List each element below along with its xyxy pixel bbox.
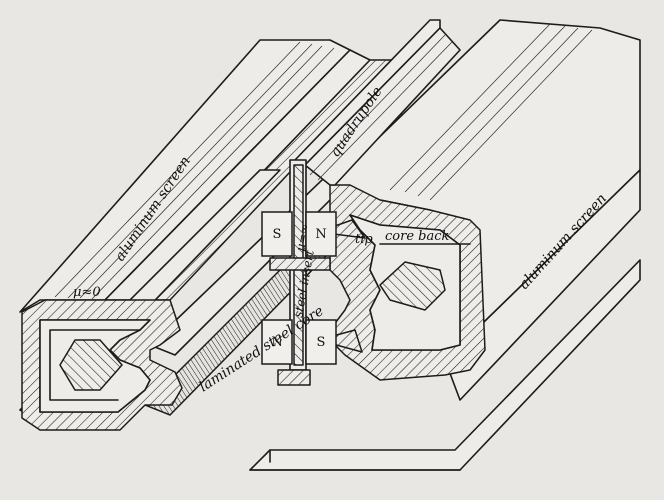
steel-insert <box>269 159 331 386</box>
quadrupole-body <box>294 19 461 186</box>
core-back-label: core back <box>385 229 450 244</box>
right-yoke-cross-section <box>317 184 486 381</box>
mu-infinity-label: μ=∞ <box>293 223 312 253</box>
pole-label: S <box>273 227 282 242</box>
pole-label: N <box>315 227 326 242</box>
magnet-upper-left: S <box>261 211 293 257</box>
mu-zero-label: μ≈0 <box>73 285 101 300</box>
magnet-lower-left: N <box>261 319 293 365</box>
left-yoke-cross-section <box>21 299 183 431</box>
right-aluminum-screen <box>249 19 641 471</box>
magnet-lower-right: S <box>305 319 337 365</box>
tip-label: tip <box>355 232 373 247</box>
pole-label: S <box>317 335 326 350</box>
pole-label: N <box>271 335 282 350</box>
magnet-upper-right: N <box>305 211 337 257</box>
